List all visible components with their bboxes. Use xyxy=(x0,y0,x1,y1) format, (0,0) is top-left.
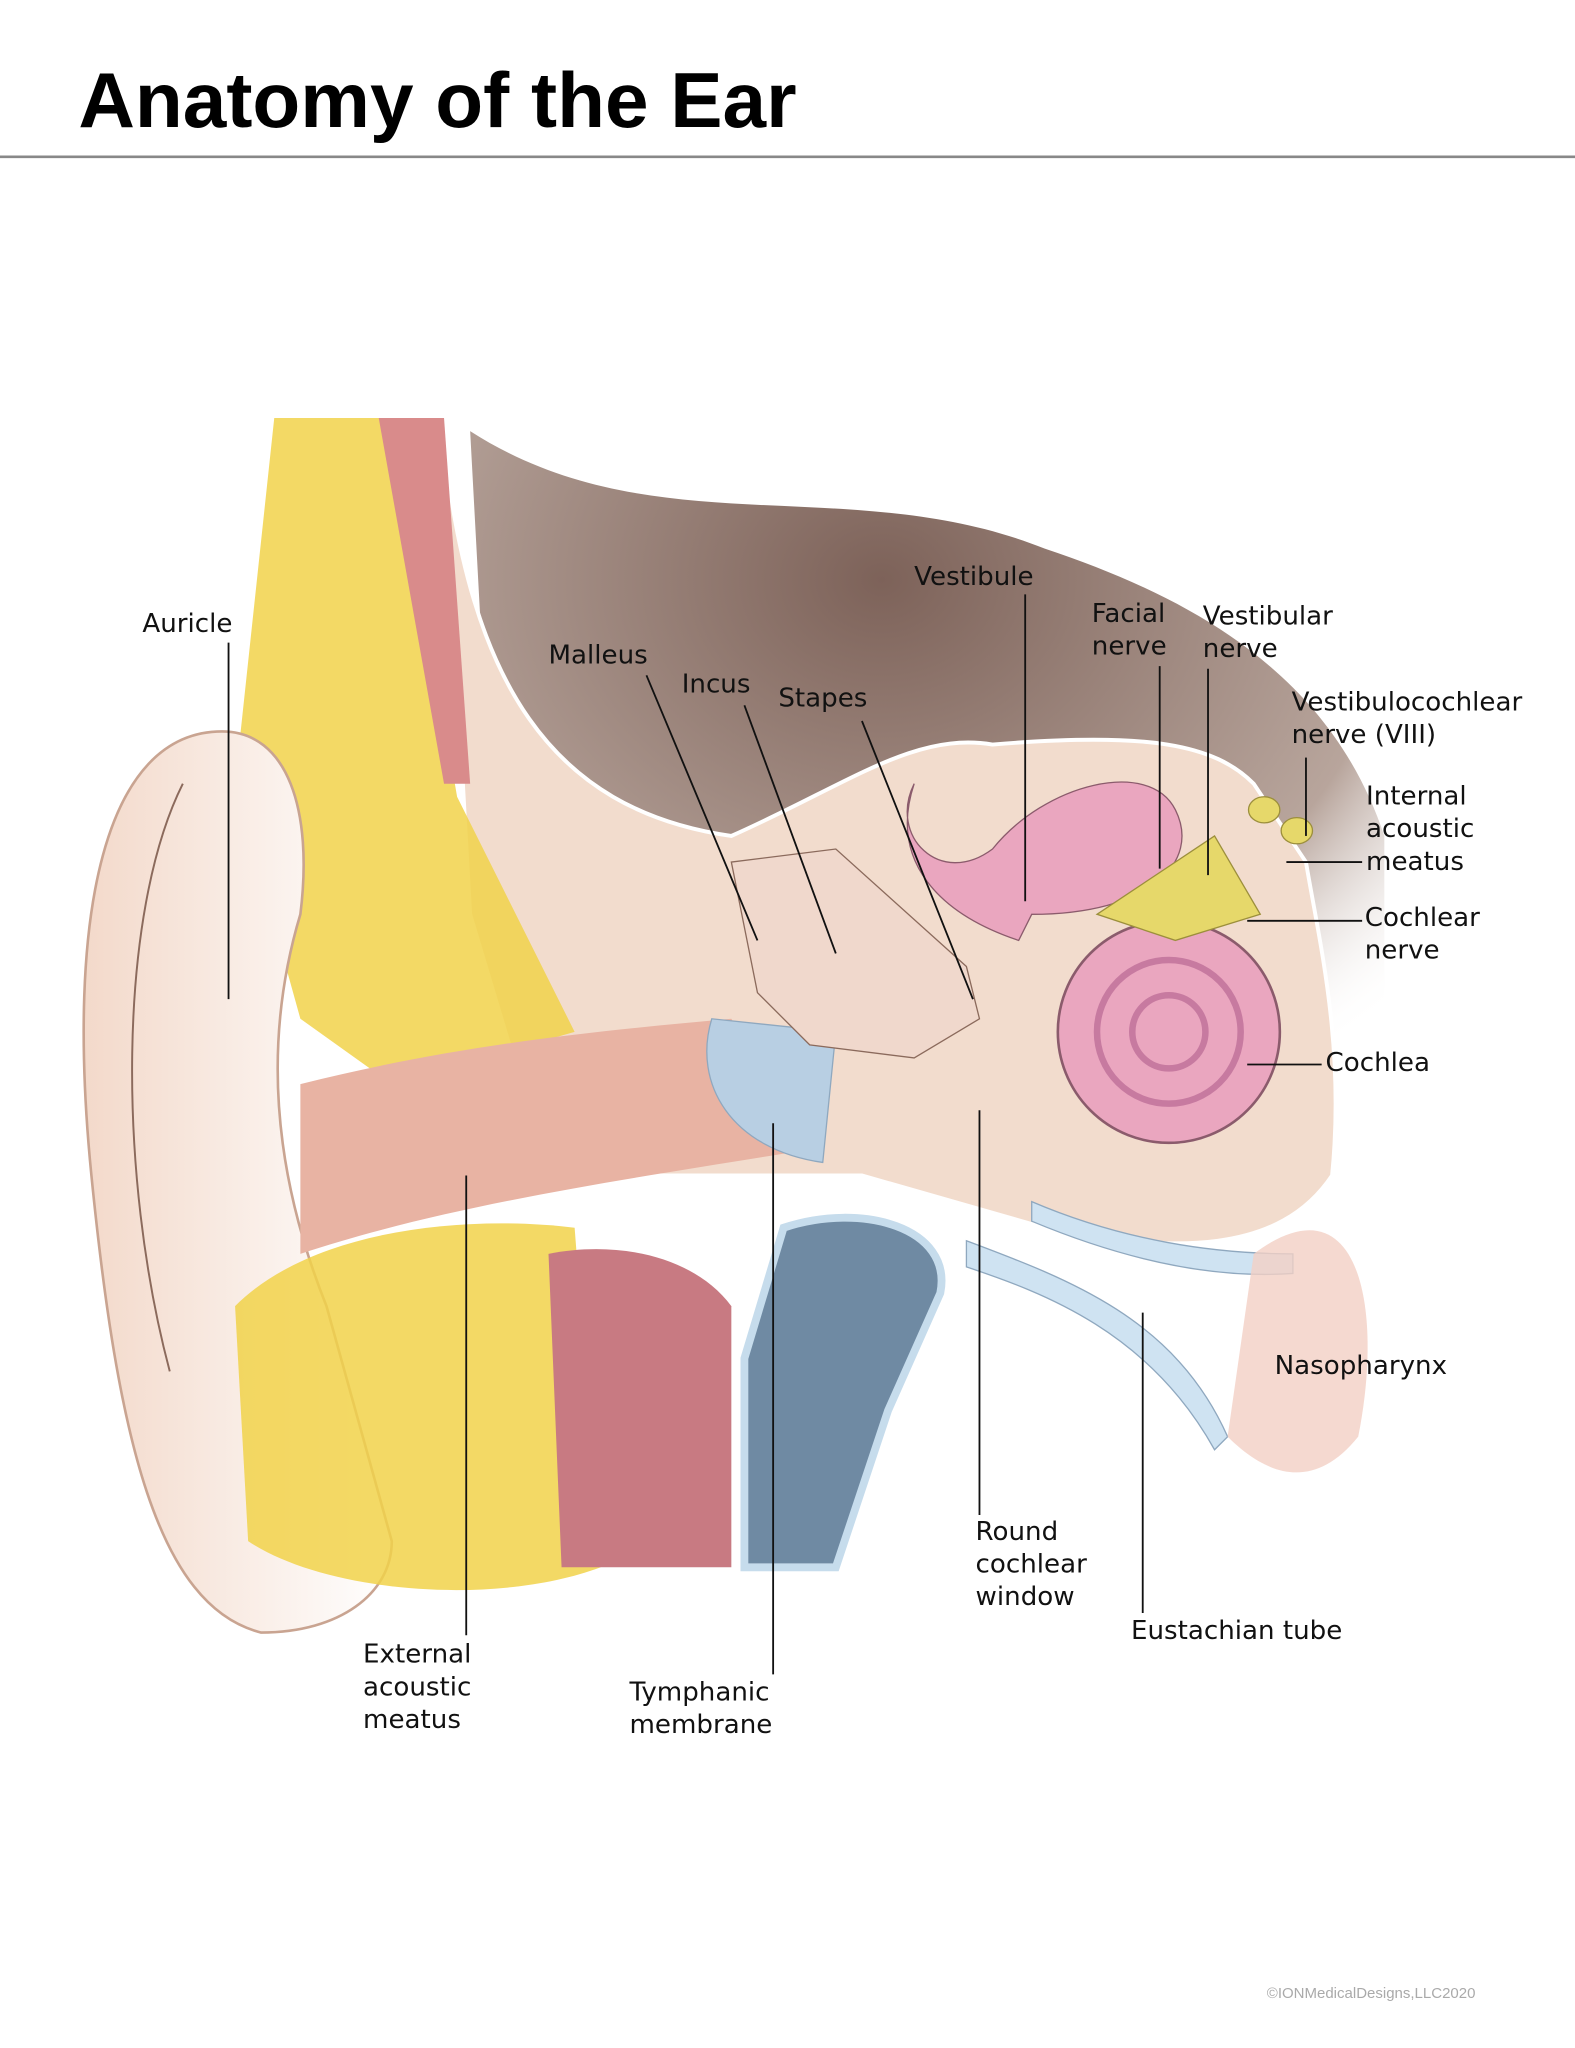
label-nasopharynx: Nasopharynx xyxy=(1275,1351,1447,1381)
label-vestibule: Vestibule xyxy=(914,562,1033,592)
ear-canal xyxy=(300,1018,810,1254)
label-cochlea: Cochlea xyxy=(1326,1048,1430,1078)
muscle-upper xyxy=(378,418,471,784)
fat-tissue-upper xyxy=(235,418,575,1085)
illustration xyxy=(82,418,1385,1634)
label-incus: Incus xyxy=(682,669,751,699)
leader-lines xyxy=(227,594,1363,1675)
label-malleus: Malleus xyxy=(549,641,648,671)
label-stapes: Stapes xyxy=(778,684,867,714)
page-title: Anatomy of the Ear xyxy=(78,56,796,144)
nasopharynx-shape xyxy=(1227,1230,1368,1473)
parotid-muscle xyxy=(548,1249,732,1568)
eustachian-tube-shape xyxy=(965,1239,1229,1451)
fat-tissue-lower xyxy=(235,1223,601,1591)
ossicles xyxy=(730,848,981,1059)
label-eustachian-tube: Eustachian tube xyxy=(1131,1616,1342,1646)
tympanic-membrane-shape xyxy=(706,1018,837,1164)
nerve-bundle xyxy=(1095,835,1262,942)
nerve-ends xyxy=(1247,796,1314,845)
cochlea-shape xyxy=(1056,919,1282,1145)
copyright-notice: ©IONMedicalDesigns,LLC2020 xyxy=(1267,1985,1476,2002)
label-auricle: Auricle xyxy=(142,609,232,639)
auricle-fold xyxy=(131,783,184,1372)
jugular-vessel xyxy=(740,1213,946,1572)
semicircular-canals xyxy=(906,781,1183,942)
